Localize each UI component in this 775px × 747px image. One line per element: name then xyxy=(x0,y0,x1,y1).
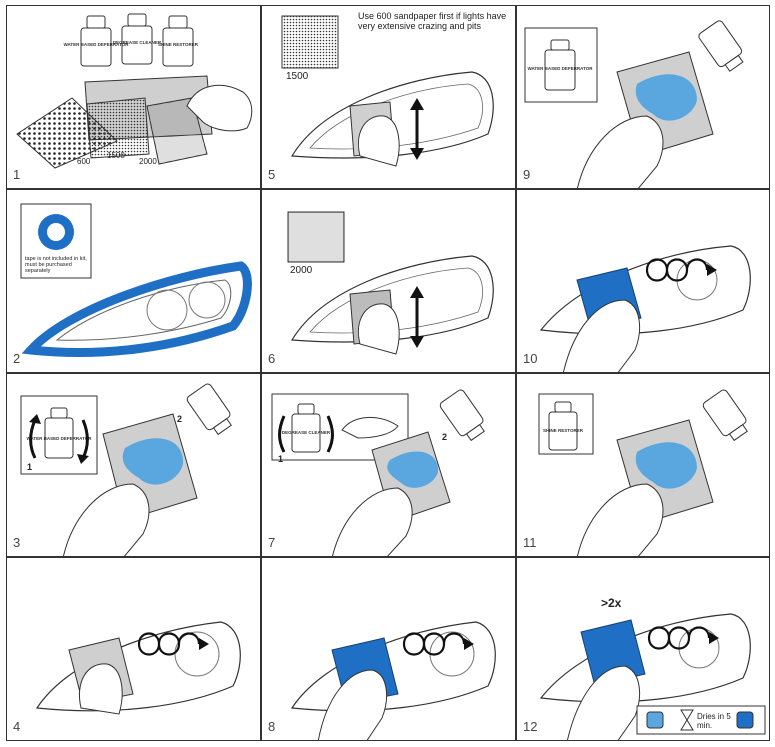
step-number: 1 xyxy=(13,167,21,182)
grit-label: 2000 xyxy=(290,265,313,276)
step-number: 3 xyxy=(13,535,21,550)
step-5-panel: Use 600 sandpaper first if lights have v… xyxy=(261,5,516,189)
svg-text:600: 600 xyxy=(77,157,91,166)
svg-text:DEGREASE CLEANER: DEGREASE CLEANER xyxy=(282,430,331,435)
tape-headlight-illustration xyxy=(20,203,252,357)
svg-text:WATER BASED DEFERRATOR: WATER BASED DEFERRATOR xyxy=(527,66,593,71)
svg-text:SHINE RESTORER: SHINE RESTORER xyxy=(158,42,199,47)
svg-text:WATER BASED DEFERRATOR: WATER BASED DEFERRATOR xyxy=(63,42,129,47)
svg-text:DEGREASE CLEANER: DEGREASE CLEANER xyxy=(113,40,162,45)
step-number: 4 xyxy=(13,719,21,734)
step-12-panel: >2x Dries in 5 min. 12 xyxy=(516,557,770,741)
grit-label: 1500 xyxy=(286,71,309,82)
step-number: 7 xyxy=(268,535,276,550)
svg-text:WATER BASED DEFERRATOR: WATER BASED DEFERRATOR xyxy=(26,436,92,441)
final-polish-illustration xyxy=(539,613,766,740)
step-number: 9 xyxy=(523,167,531,182)
shine-restorer-apply-illustration: SHINE RESTORER xyxy=(538,389,748,556)
svg-text:1500: 1500 xyxy=(107,151,125,160)
bottle-icon xyxy=(80,13,194,67)
shake-order-label: 1 xyxy=(278,454,284,464)
step-9-panel: WATER BASED DEFERRATOR 9 xyxy=(516,5,770,189)
step-11-panel: SHINE RESTORER 11 xyxy=(516,373,770,557)
apply-liquid-illustration: WATER BASED DEFERRATOR xyxy=(524,20,744,188)
step-10-panel: 10 xyxy=(516,189,770,373)
svg-text:2000: 2000 xyxy=(139,157,157,166)
shake-and-apply-illustration: WATER BASED DEFERRATOR xyxy=(20,383,232,556)
step-number: 10 xyxy=(523,351,538,366)
svg-text:SHINE RESTORER: SHINE RESTORER xyxy=(543,428,584,433)
shake-order-label: 1 xyxy=(27,462,33,472)
step-4-panel: 4 xyxy=(6,557,261,741)
step-number: 2 xyxy=(13,351,21,366)
degrease-apply-illustration: DEGREASE CLEANER xyxy=(271,389,485,556)
dries-label: Dries in 5 min. xyxy=(697,712,731,730)
sandpaper-kit-illustration: WATER BASED DEFERRATOR DEGREASE CLEANER … xyxy=(16,13,253,169)
step-number: 11 xyxy=(523,535,537,550)
step-8-panel: 8 xyxy=(261,557,516,741)
step-number: 5 xyxy=(268,167,276,182)
apply-order-label: 2 xyxy=(177,414,183,424)
step-7-panel: DEGREASE CLEANER 1 2 7 xyxy=(261,373,516,557)
step-number: 6 xyxy=(268,351,276,366)
polish-headlight-illustration xyxy=(35,621,241,715)
step-1-panel: WATER BASED DEFERRATOR DEGREASE CLEANER … xyxy=(6,5,261,189)
instruction-grid: WATER BASED DEFERRATOR DEGREASE CLEANER … xyxy=(6,5,770,741)
sandpaper-note: Use 600 sandpaper first if lights have v… xyxy=(358,11,507,31)
repeat-label: >2x xyxy=(601,596,622,610)
sanding-2000-illustration xyxy=(287,211,494,355)
step-3-panel: WATER BASED DEFERRATOR 1 2 3 xyxy=(6,373,261,557)
apply-order-label: 2 xyxy=(442,432,448,442)
polish-blue-pad-illustration xyxy=(290,621,496,740)
step-2-panel: tape is not included in kit, must be pur… xyxy=(6,189,261,373)
step-number: 12 xyxy=(523,719,538,734)
circular-polish-illustration xyxy=(539,245,751,372)
sanding-headlight-illustration xyxy=(281,15,494,167)
tape-note: tape is not included in kit, must be pur… xyxy=(25,256,87,274)
step-number: 8 xyxy=(268,719,276,734)
step-6-panel: 2000 6 xyxy=(261,189,516,373)
